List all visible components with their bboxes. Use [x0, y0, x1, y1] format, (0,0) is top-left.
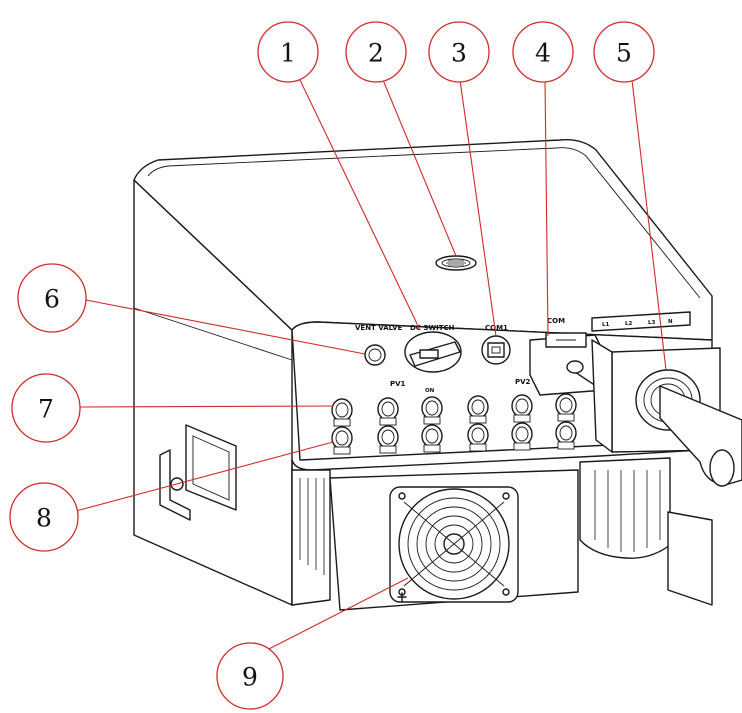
label-com: COM [547, 317, 565, 325]
pv-connector-bottom [555, 421, 577, 450]
pv-connector-top [555, 393, 577, 422]
callout-3: 3 [428, 21, 490, 83]
svg-text:8: 8 [36, 504, 52, 533]
svg-text:2: 2 [368, 39, 384, 68]
label-on: ON [425, 388, 435, 394]
svg-text:5: 5 [616, 39, 632, 68]
com1-connector [481, 335, 511, 365]
heat-sink-right [579, 457, 713, 606]
side-handle [159, 424, 237, 521]
leader-9 [264, 577, 409, 652]
leader-2 [382, 79, 457, 257]
label-pv2: PV2 [515, 378, 531, 386]
leader-4 [544, 79, 549, 337]
panel-labels: VENT VALVE DC SWITCH COM1 COM PV1 PV2 ON… [355, 317, 673, 394]
heat-sink-left [299, 478, 325, 575]
callout-6: 6 [17, 263, 87, 333]
ac-junction-box [591, 339, 742, 487]
pv-connector-bottom [331, 426, 353, 455]
pv-connector-top [421, 396, 443, 425]
callouts: 1 2 3 4 5 6 7 8 [9, 21, 655, 710]
ac-terminal-strip [591, 311, 691, 332]
svg-text:7: 7 [38, 395, 54, 424]
leader-7 [79, 405, 334, 408]
leader-3 [459, 79, 497, 337]
leader-lines [75, 79, 667, 652]
label-l1: L1 [602, 322, 610, 328]
callout-9: 9 [216, 642, 284, 710]
svg-text:3: 3 [451, 39, 467, 68]
callout-2: 2 [345, 21, 407, 83]
leader-8 [75, 441, 334, 512]
leader-1 [299, 79, 421, 331]
pv-connectors-bottom [331, 421, 577, 455]
fan-screw-icon [397, 592, 407, 602]
dc-switch [404, 331, 462, 373]
callout-1: 1 [257, 21, 319, 83]
pv-connector-bottom [511, 422, 533, 451]
callout-4: 4 [512, 21, 574, 83]
pv-connector-top [511, 394, 533, 423]
label-l3: L3 [648, 320, 656, 326]
label-l2: L2 [625, 321, 633, 327]
svg-text:9: 9 [242, 663, 258, 692]
pv-connector-bottom [467, 423, 489, 452]
label-com1: COM1 [485, 324, 508, 332]
pv-connectors-top [331, 393, 577, 427]
callout-8: 8 [9, 482, 79, 552]
svg-text:1: 1 [280, 39, 296, 68]
pv-connector-bottom [421, 424, 443, 453]
callout-7: 7 [11, 373, 81, 443]
svg-text:4: 4 [535, 39, 551, 68]
svg-text:6: 6 [44, 285, 60, 314]
vent-valve [364, 344, 386, 366]
top-indicator [435, 255, 477, 271]
pv-connector-top [377, 397, 399, 426]
label-n: N [668, 319, 673, 325]
cooling-fan [329, 469, 579, 611]
pv-connector-top [331, 398, 353, 427]
pv-connector-top [467, 395, 489, 424]
leader-5 [631, 79, 667, 371]
label-dc-switch: DC SWITCH [410, 324, 455, 332]
label-pv1: PV1 [390, 380, 406, 388]
label-vent-valve: VENT VALVE [355, 324, 403, 332]
callout-5: 5 [593, 21, 655, 83]
pv-connector-bottom [377, 425, 399, 454]
leader-6 [85, 299, 366, 355]
